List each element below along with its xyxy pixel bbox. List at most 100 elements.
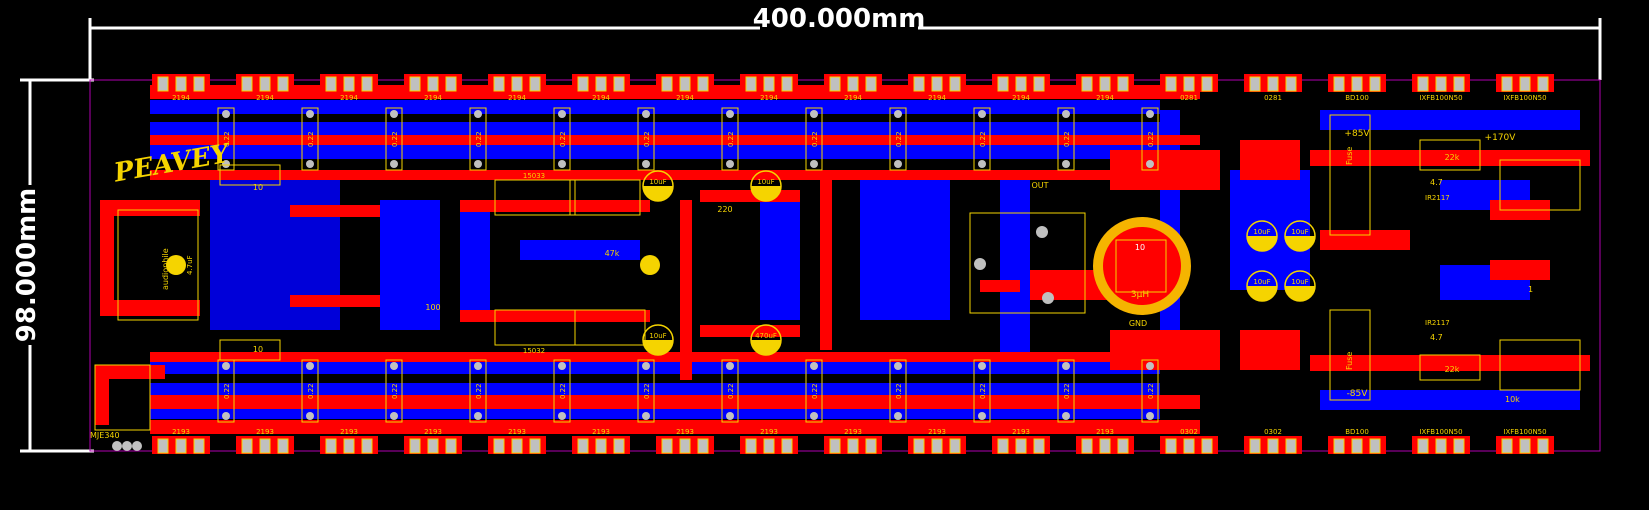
transistor-pad (343, 76, 355, 92)
transistor-pad (1267, 76, 1279, 92)
resistor-pad (726, 362, 734, 370)
transistor-pad (1117, 76, 1129, 92)
transistor-pad (1201, 76, 1213, 92)
transistor-pad (193, 76, 205, 92)
transistor-pad (1183, 76, 1195, 92)
res-4-7-top: 4.7 (1430, 178, 1443, 187)
resistor-outline (973, 107, 991, 171)
transistor-label: 2193 (676, 428, 694, 436)
transistor-pad (1333, 76, 1345, 92)
transistor-label: IXFB100N50 (1419, 94, 1462, 102)
transistor-label: 2193 (424, 428, 442, 436)
bottom-resistor-3: 0.22 (385, 359, 403, 423)
bottom-resistor-8: 0.22 (805, 359, 823, 423)
top-copper-layer (95, 85, 1590, 434)
capacitor-value: 10uF (649, 178, 666, 186)
bottom-transistor-11: 2193 (992, 428, 1050, 454)
bottom-transistor-3: 2193 (320, 428, 378, 454)
resistor-value: 0.22 (559, 131, 567, 147)
transistor-pad (493, 438, 505, 454)
electrolytic-capacitor: 10uF (750, 170, 782, 202)
bottom-resistor-11: 0.22 (1057, 359, 1075, 423)
transistor-pad (997, 438, 1009, 454)
resistor-value: 0.22 (307, 131, 315, 147)
resistor-pad (306, 412, 314, 420)
transistor-pad (829, 76, 841, 92)
transistor-pad (1249, 76, 1261, 92)
resistor-value: 0.22 (1147, 131, 1155, 147)
top-transistor-5: 2194 (488, 74, 546, 102)
transistor-pad (325, 76, 337, 92)
resistor-pad (306, 362, 314, 370)
resistor-outline (469, 359, 487, 423)
top-resistor-12: 0.22 (1141, 107, 1159, 171)
transistor-label: 2193 (928, 428, 946, 436)
bottom-resistor-5: 0.22 (553, 359, 571, 423)
resistor-outline (385, 359, 403, 423)
top-transistor-16: IXFB100N50 (1412, 74, 1470, 102)
resistor-outline (1057, 359, 1075, 423)
resistor-value: 0.22 (643, 131, 651, 147)
res-220-label: 220 (717, 205, 732, 214)
resistor-outline (1141, 107, 1159, 171)
resistor-value: 0.22 (1063, 383, 1071, 399)
bottom-resistor-4: 0.22 (469, 359, 487, 423)
top-transistor-6: 2194 (572, 74, 630, 102)
top-transistor-17: IXFB100N50 (1496, 74, 1554, 102)
transistor-pad (829, 438, 841, 454)
top-transistor-8: 2194 (740, 74, 798, 102)
transistor-pad (847, 76, 859, 92)
res-10-bottom: 10 (253, 345, 263, 354)
resistor-pad (894, 160, 902, 168)
top-resistor-3: 0.22 (385, 107, 403, 171)
transistor-pad (997, 76, 1009, 92)
bottom-resistor-7: 0.22 (721, 359, 739, 423)
resistor-outline (805, 107, 823, 171)
driver-transistor-heatsinks (219, 164, 646, 361)
top-transistor-4: 2194 (404, 74, 462, 102)
transistor-pad (745, 76, 757, 92)
top-transistor-14: 0281 (1244, 74, 1302, 102)
transistor-pad (661, 438, 673, 454)
resistor-pad (306, 110, 314, 118)
transistor-pad (1351, 76, 1363, 92)
resistor-outline (721, 359, 739, 423)
bottom-transistor-12: 2193 (1076, 428, 1134, 454)
capacitor-value: 10uF (1291, 278, 1308, 286)
top-resistor-10: 0.22 (973, 107, 991, 171)
resistor-pad (810, 412, 818, 420)
gnd-label: GND (1129, 319, 1147, 328)
transistor-pad (1417, 438, 1429, 454)
resistor-value: 0.22 (223, 383, 231, 399)
transistor-label: IXFB100N50 (1503, 428, 1546, 436)
resistor-pad (1146, 110, 1154, 118)
transistor-label: 2193 (1096, 428, 1114, 436)
ir-label-top: IR2117 (1425, 194, 1450, 202)
transistor-pad (445, 76, 457, 92)
transistor-label: 2193 (1012, 428, 1030, 436)
bottom-copper-layer (150, 100, 1580, 419)
resistor-outline (805, 359, 823, 423)
resistor-pad (894, 412, 902, 420)
bottom-transistor-2: 2193 (236, 428, 294, 454)
top-transistor-3: 2194 (320, 74, 378, 102)
top-transistor-15: BD100 (1328, 74, 1386, 102)
transistor-pad (427, 438, 439, 454)
resistor-value: 0.22 (391, 383, 399, 399)
transistor-pad (1435, 438, 1447, 454)
res-4-7-bottom: 4.7 (1430, 333, 1443, 342)
top-transistor-11: 2194 (992, 74, 1050, 102)
cap-10-label: 10 (1135, 243, 1145, 252)
resistor-pad (222, 160, 230, 168)
transistor-label: BD100 (1345, 428, 1369, 436)
transistor-pad (1081, 76, 1093, 92)
transistor-pad (1333, 438, 1345, 454)
resistor-pad (1062, 362, 1070, 370)
electrolytic-capacitor: 10uF (1246, 220, 1278, 252)
bottom-resistor-12: 0.22 (1141, 359, 1159, 423)
transistor-pad (679, 438, 691, 454)
transistor-pad (157, 438, 169, 454)
resistor-outline (889, 359, 907, 423)
